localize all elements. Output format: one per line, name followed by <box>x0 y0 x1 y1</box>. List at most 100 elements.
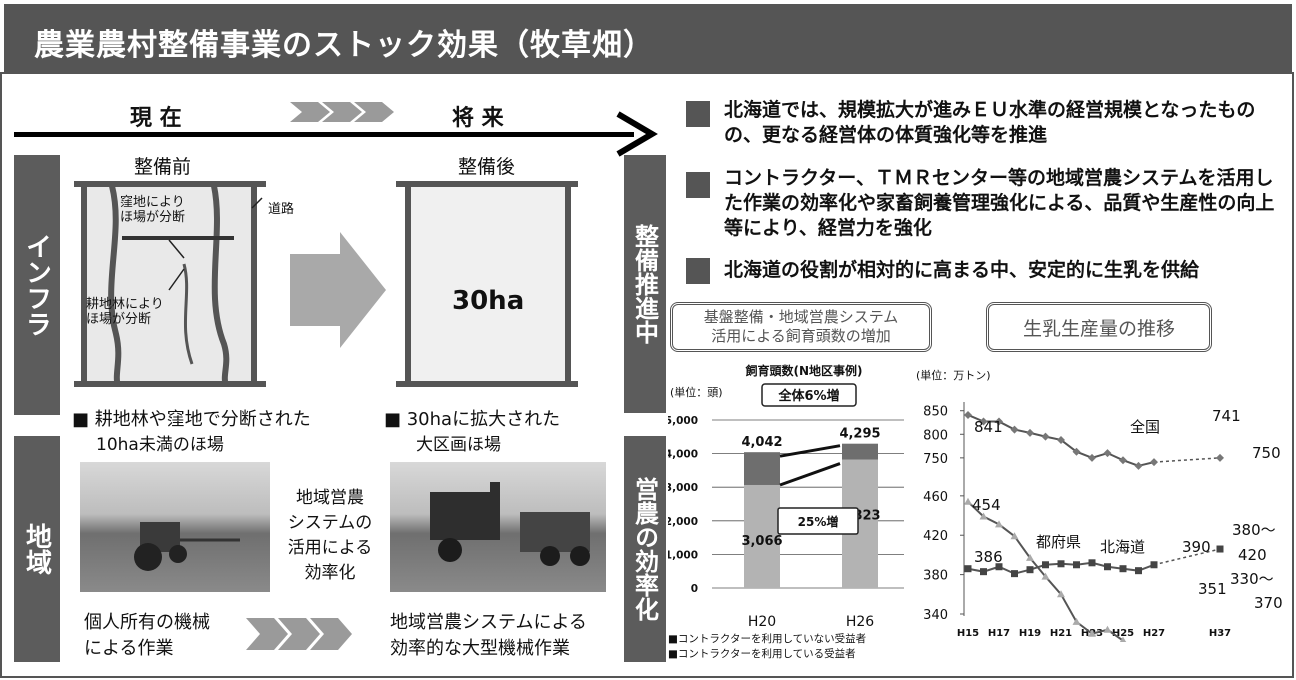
annotation-segment-box <box>777 507 859 535</box>
side-label-region: 地域 <box>14 436 60 662</box>
data-point <box>1150 561 1158 569</box>
before-heading: 整備前 <box>134 156 192 178</box>
legend-item-2: ■コントラクターを利用している受益者 <box>668 647 856 660</box>
bullet-marker <box>686 172 710 198</box>
before-forest-label: 耕地林により ほ場が分断 <box>86 297 164 327</box>
change-arrow <box>290 232 386 348</box>
total-label: 4,295 <box>839 427 880 442</box>
timeline-line <box>14 132 634 137</box>
before-caption-line2: 10ha未満のほ場 <box>96 435 224 455</box>
herd-bar-chart: 飼育頭数(N地区事例) (単位：頭) 01,0002,0003,0004,000… <box>668 363 904 660</box>
hollow-line <box>122 236 234 240</box>
total-label: 4,042 <box>741 435 782 450</box>
forest-strip <box>108 185 122 387</box>
data-point <box>1134 461 1143 470</box>
data-label: 420 <box>1238 546 1267 564</box>
data-label: 750 <box>1252 444 1281 462</box>
data-point <box>964 497 972 505</box>
data-point <box>995 520 1003 528</box>
before-kubochi-label: 窪地により ほ場が分断 <box>120 195 186 225</box>
arrow-head-icon <box>616 111 658 157</box>
data-point <box>1135 567 1142 575</box>
legend-item-1: ■コントラクターを利用していない受益者 <box>668 632 866 645</box>
data-point <box>1103 625 1112 633</box>
data-point <box>1026 566 1034 574</box>
x-tick-label: H17 <box>988 628 1010 639</box>
data-point <box>964 410 972 419</box>
before-road-label: 道路 <box>268 202 295 217</box>
chart-unit-label: (単位：頭) <box>670 385 723 399</box>
timeline-arrow <box>14 102 658 157</box>
data-point <box>1072 617 1081 625</box>
data-label: 841 <box>974 418 1003 436</box>
data-point <box>1041 432 1050 441</box>
y-tick-label: 460 <box>923 490 948 505</box>
data-point <box>964 565 972 573</box>
series-projection <box>1153 457 1221 463</box>
data-label: 370 <box>1254 594 1283 612</box>
data-point <box>1150 458 1158 467</box>
data-label: 741 <box>1212 407 1241 425</box>
y-tick-label: 2,000 <box>668 516 698 528</box>
data-point <box>1042 561 1049 569</box>
bullet-marker <box>686 101 710 127</box>
y-tick-label: 1,000 <box>668 549 698 561</box>
content-frame <box>0 72 1294 678</box>
y-tick-label: 750 <box>923 452 948 467</box>
data-point <box>1011 570 1018 578</box>
data-point <box>1010 532 1019 540</box>
region-left-caption: 個人所有の機械 による作業 <box>84 612 210 659</box>
box-milk-production: 生乳生産量の推移 <box>986 302 1212 352</box>
bullet-text-2: コントラクター、ＴＭＲセンター等の地域営農システムを活用した作業の効率化や家畜飼… <box>724 167 1275 239</box>
data-point <box>1057 560 1065 568</box>
right-arrow-icon <box>290 232 386 348</box>
segment-label: 3,066 <box>741 534 782 549</box>
annotation-segment: 25%増 <box>798 514 839 529</box>
chevron-icon <box>246 618 288 650</box>
data-point <box>979 512 988 520</box>
chevron-icon <box>322 102 362 122</box>
data-point <box>979 417 988 426</box>
series-label: 都府県 <box>1036 533 1081 551</box>
timeline-future-label: 将 来 <box>452 106 504 131</box>
photo-tractor <box>80 462 270 592</box>
photo-harvester <box>390 462 606 592</box>
data-point <box>1026 553 1034 561</box>
chart-unit-label: (単位：万トン) <box>916 368 991 382</box>
x-tick-label: H19 <box>1019 628 1041 639</box>
data-point <box>1088 559 1096 567</box>
data-point <box>1010 425 1019 434</box>
chevron-icon <box>310 618 352 650</box>
increase-arrow <box>779 462 841 487</box>
timeline-now-label: 現 在 <box>130 106 182 131</box>
box-herd-increase: 基盤整備・地域営農システム 活用による飼育頭数の増加 <box>670 302 932 352</box>
after-caption-line1: ■ 30haに拡大された <box>384 409 561 430</box>
annotation-total: 全体6%増 <box>777 388 839 404</box>
data-label: 390 <box>1182 538 1211 556</box>
data-point <box>1119 636 1127 642</box>
page-title: 農業農村整備事業のストック効果（牧草畑） <box>34 28 654 63</box>
y-tick-label: 4,000 <box>668 449 698 461</box>
data-label: 351 <box>1198 580 1227 598</box>
data-point <box>1088 629 1096 637</box>
data-point <box>1216 545 1224 553</box>
data-point <box>1026 428 1034 437</box>
chevron-icon <box>354 102 394 122</box>
bar-segment-using <box>744 484 780 588</box>
bullet-text-3: 北海道の役割が相対的に高まる中、安定的に生乳を供給 <box>724 259 1200 281</box>
x-tick-label: H15 <box>957 628 979 639</box>
data-point <box>1104 563 1111 571</box>
y-tick-label: 3,000 <box>668 482 698 494</box>
x-tick-label: H25 <box>1112 628 1134 639</box>
x-tick-label: H26 <box>846 614 874 630</box>
data-point <box>1216 453 1224 462</box>
y-tick-label: 0 <box>691 583 698 595</box>
data-label: 380～ <box>1232 521 1276 539</box>
data-point <box>1119 565 1127 573</box>
bullet-marker <box>686 258 710 284</box>
region-right-caption: 地域営農システムによる 効率的な大型機械作業 <box>390 612 587 659</box>
data-point <box>1057 590 1065 598</box>
side-label-einou: 営農の効率化 <box>624 436 666 662</box>
